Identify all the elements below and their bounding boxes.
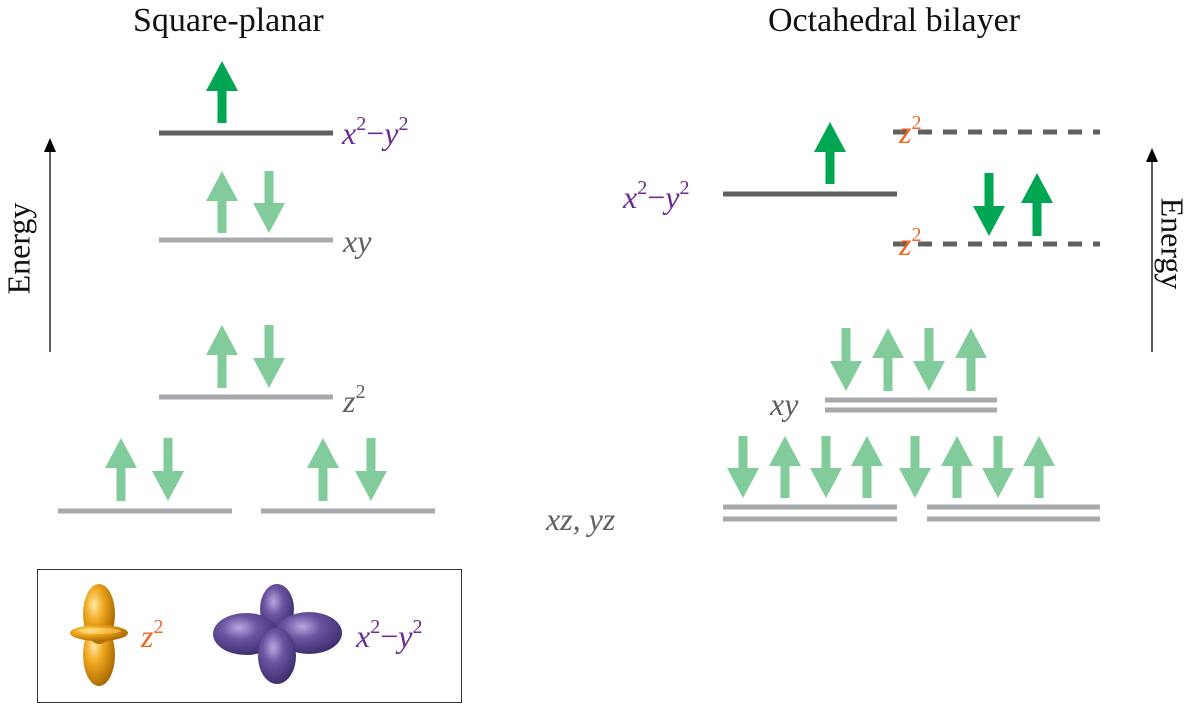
spin-up-arrow-icon <box>1021 173 1053 236</box>
label-ob-z2-upper: z2 <box>899 113 921 148</box>
spin-up-arrow-icon <box>206 325 238 388</box>
spin-up-arrow-icon <box>206 171 238 233</box>
spin-down-arrow-icon <box>355 438 387 501</box>
label-sup: 2 <box>355 381 366 403</box>
label-sp-xy: xy <box>343 223 372 259</box>
legend-label-x2y2: x2−y2 <box>356 617 422 652</box>
spin-up-arrow-icon <box>851 436 883 498</box>
axis-arrowhead-icon <box>1146 148 1158 162</box>
spin-up-arrow-icon <box>769 436 801 498</box>
spin-down-arrow-icon <box>982 436 1014 498</box>
spin-down-arrow-icon <box>253 171 285 233</box>
spin-up-arrow-icon <box>941 436 973 498</box>
label-part: x <box>356 618 371 654</box>
label-sup: 2 <box>370 616 381 638</box>
label-ob-xz-yz: xz, yz <box>546 501 616 537</box>
spin-up-arrow-icon <box>814 122 846 184</box>
spin-down-arrow-icon <box>913 328 945 391</box>
orbital-legend-art <box>70 584 342 686</box>
legend-label-z2: z2 <box>141 617 163 652</box>
label-part: z <box>141 618 154 654</box>
label-sup: 2 <box>911 112 922 134</box>
spin-up-arrow-icon <box>206 61 238 123</box>
label-part: y <box>384 115 399 151</box>
energy-axis-right <box>1146 148 1158 352</box>
dx2y2-orbital-icon <box>213 584 342 684</box>
spin-down-arrow-icon <box>253 325 285 388</box>
energy-axis-left <box>44 138 56 352</box>
label-ob-x2y2: x2−y2 <box>623 178 689 213</box>
label-ob-xy: xy <box>770 386 799 422</box>
label-part: x <box>623 179 638 215</box>
orbital-legend: z2 x2−y2 <box>37 569 462 703</box>
level-ob-yz <box>927 504 1100 522</box>
dz2-orbital-icon <box>70 584 128 686</box>
spin-down-arrow-icon <box>830 328 862 391</box>
spin-up-arrow-icon <box>955 328 987 391</box>
label-minus: − <box>647 179 666 215</box>
square-planar-title: Square-planar <box>133 2 324 39</box>
label-sp-z2: z2 <box>343 382 365 417</box>
label-sup: 2 <box>911 224 922 246</box>
label-part: x <box>342 115 357 151</box>
label-sup: 2 <box>398 113 409 135</box>
label-minus: − <box>366 115 385 151</box>
label-sup: 2 <box>412 616 423 638</box>
label-sup: 2 <box>679 177 690 199</box>
spin-down-arrow-icon <box>973 173 1005 236</box>
label-sup: 2 <box>637 177 648 199</box>
spin-down-arrow-icon <box>899 436 931 498</box>
energy-axis-label-left: Energy <box>0 202 37 295</box>
spin-up-arrow-icon <box>872 328 904 391</box>
label-part: z <box>343 383 356 419</box>
level-ob-xy <box>825 397 997 413</box>
label-sp-x2y2: x2−y2 <box>342 114 408 149</box>
label-part: z <box>899 226 912 262</box>
spin-down-arrow-icon <box>810 436 842 498</box>
spin-up-arrow-icon <box>307 438 339 501</box>
level-ob-xz <box>723 504 897 522</box>
label-part: z <box>899 114 912 150</box>
spin-up-arrow-icon <box>1023 436 1055 498</box>
spin-down-arrow-icon <box>727 436 759 498</box>
label-part: y <box>398 618 413 654</box>
axis-arrowhead-icon <box>44 138 56 152</box>
spin-up-arrow-icon <box>105 438 137 501</box>
label-part: y <box>665 179 680 215</box>
label-sup: 2 <box>356 113 367 135</box>
label-sup: 2 <box>153 616 164 638</box>
label-minus: − <box>380 618 399 654</box>
octahedral-bilayer-title: Octahedral bilayer <box>768 2 1021 39</box>
spin-down-arrow-icon <box>152 438 184 501</box>
energy-axis-label-right: Energy <box>1154 197 1191 290</box>
label-ob-z2-lower: z2 <box>899 225 921 260</box>
